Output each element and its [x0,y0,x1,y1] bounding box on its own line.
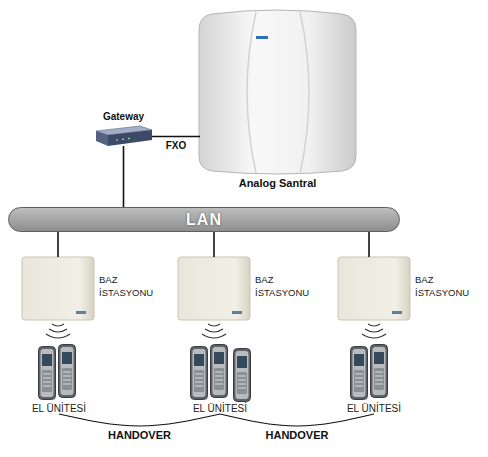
network-link [123,146,125,207]
base-station-badge [232,311,242,314]
handset [371,345,388,398]
handset-group: EL ÜNİTESİ [344,343,404,414]
network-link [368,232,370,257]
gateway-side [96,131,108,146]
connector-group [58,137,374,427]
node-label: LAN [9,211,399,229]
gateway-leds [116,138,130,140]
handset [191,347,208,400]
handset [39,347,56,400]
lan-band: LAN [8,207,400,232]
node-label: BAZ İSTASYONU [255,273,315,299]
base-station-badge [392,311,402,314]
pbx-panel-line [300,12,309,174]
base-station-badge [76,311,86,314]
node-label: BAZ İSTASYONU [415,273,475,299]
handset-group: EL ÜNİTESİ [29,343,89,414]
pbx-panel-line [247,12,256,173]
link-label: FXO [166,139,187,150]
gateway-front [108,130,152,146]
node-label: BAZ İSTASYONU [99,273,159,299]
handset [211,345,228,398]
base-station: BAZ İSTASYONU [338,257,410,320]
handover-arc [220,414,374,426]
pbx-logo-mark [256,36,268,39]
handset-group: EL ÜNİTESİ [186,343,254,414]
pbx-body [199,10,356,174]
base-station: BAZ İSTASYONU [178,257,250,320]
base-station-body [178,257,250,320]
node-label: EL ÜNİTESİ [193,403,247,414]
node-label: EL ÜNİTESİ [32,403,86,414]
base-station-body [338,257,410,320]
base-station-body [22,257,94,320]
node-label: Analog Santral [239,177,317,189]
pbx-device: Analog Santral [200,10,355,170]
network-link [213,232,215,257]
handover-arc [59,414,220,426]
radio-waves [46,324,386,338]
handset [351,347,368,400]
node-label: EL ÜNİTESİ [347,403,401,414]
base-station: BAZ İSTASYONU [22,257,94,320]
network-link [152,136,200,138]
node-label: Gateway [103,111,144,122]
handset [234,349,251,402]
handover-label: HANDOVER [266,429,329,441]
handset [59,345,76,398]
network-link [57,232,59,257]
gateway-device: Gateway [95,127,152,146]
handover-label: HANDOVER [108,429,171,441]
